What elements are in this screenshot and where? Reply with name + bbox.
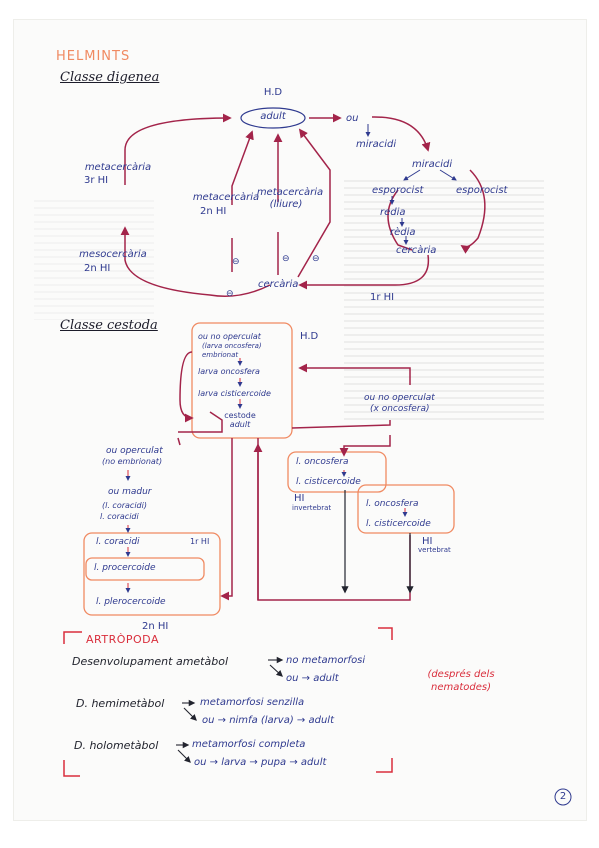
cestoda-title: Classe cestoda [60, 318, 158, 333]
digenea-title: Classe digenea [60, 70, 160, 85]
adult-label: adult [260, 111, 286, 122]
mature-egg-note: (l. coracidi) [102, 501, 147, 510]
page-number-circle [554, 788, 572, 806]
section-title-helmints: HELMINTS [56, 49, 131, 64]
plerocercoid-label: l. plerocercoide [96, 597, 166, 607]
notebook-page [14, 20, 586, 820]
coracidium-label: l. coracidi [96, 537, 140, 547]
sporocyst-right-label: esporocist [456, 185, 508, 196]
hemimetabolous-line-2: ou → nimfa (larva) → adult [202, 715, 334, 726]
oncosphere-label-right: l. oncosfera [366, 499, 419, 509]
redia-label-2: rèdia [390, 227, 416, 238]
egg-label: ou [346, 113, 359, 124]
mature-egg-note: l. coracidi [100, 512, 139, 521]
first-host-label: 1r HI [370, 292, 395, 303]
second-host-label-left: 2n HI [84, 263, 111, 274]
cysticercoid-label-mid: l. cisticercoide [296, 477, 361, 487]
main-box-line: ou no operculat [198, 332, 261, 341]
vertebrate-host-box [357, 484, 455, 534]
digenea-small-arrows [365, 124, 457, 245]
minus-sign: ⊖ [226, 289, 234, 299]
sporocyst-left-label: esporocist [372, 185, 424, 196]
procercoide-box [83, 532, 221, 616]
main-box-line: (larva oncosfera) [202, 342, 262, 350]
invertebrate-host-box [287, 451, 387, 493]
miracidium-label-1: miracidi [356, 139, 397, 150]
digenea-arrows [120, 113, 486, 297]
non-operculated-egg-label: ou no operculat [364, 393, 435, 403]
cestoda-small-arrows [125, 358, 408, 593]
main-box-line: larva cisticercoide [198, 389, 271, 398]
holometabolous-line-1: metamorfosi completa [192, 739, 306, 750]
cestoda-dark-arrows [341, 490, 414, 594]
main-box-line: cestode [224, 411, 256, 420]
metacercaria-left-label: metacercària [84, 162, 152, 173]
intermediate-host-label-right: HI [422, 536, 433, 547]
procercoid-label: l. procercoide [94, 563, 156, 573]
intermediate-host-label-mid: HI [294, 493, 305, 504]
adult-ellipse [240, 107, 306, 129]
procercoide-inner-box [85, 557, 205, 581]
mesocercaria-label: mesocercària [79, 249, 147, 260]
minus-sign: ⊖ [312, 254, 320, 264]
main-box-line: embrionat [202, 351, 239, 359]
page-number: 2 [559, 791, 567, 802]
cercaria-bottom-label: cercària [258, 279, 299, 290]
operculated-egg-label: ou operculat [106, 446, 163, 456]
artropoda-title: ARTRÒPODA [86, 633, 159, 646]
oncosphere-note: (x oncosfera) [370, 404, 430, 414]
main-box-line: larva oncosfera [198, 367, 260, 376]
holometabolous-label: D. holometàbol [74, 739, 159, 752]
digenea-hd-label: H.D [263, 87, 283, 98]
artropoda-arrows [176, 656, 284, 763]
miracidium-label-2: miracidi [412, 159, 453, 170]
not-embryonated-note: (no embrionat) [102, 457, 163, 466]
ametabolous-line-2: ou → adult [286, 673, 339, 684]
second-host-label-mid: 2n HI [200, 206, 227, 217]
holometabolous-line-2: ou → larva → pupa → adult [194, 757, 327, 768]
hemimetabolous-line-1: metamorfosi senzilla [200, 697, 305, 708]
vertebrate-note: vertebrat [418, 546, 451, 554]
main-box-line: adult [229, 420, 251, 429]
mature-egg-label: ou madur [108, 487, 152, 497]
metacercaria-free-label: metacercària [256, 187, 324, 198]
oncosphere-label-mid: l. oncosfera [296, 457, 349, 467]
minus-sign: ⊖ [232, 257, 240, 267]
metacercaria-mid-label: metacercària [192, 192, 260, 203]
second-host-label-cestoda: 2n HI [142, 621, 169, 632]
cestoda-main-box [191, 322, 293, 439]
minus-sign: ⊖ [282, 254, 290, 264]
cestoda-hd-label: H.D [300, 331, 319, 342]
redia-label-1: redia [380, 207, 406, 218]
free-living-note: (lliure) [269, 199, 303, 210]
cercaria-right-label: cercària [396, 245, 437, 256]
after-nematodes-note: (després dels nematodes) [427, 669, 495, 693]
ametabolous-label: Desenvolupament ametàbol [72, 655, 229, 668]
bleed-through-text [34, 200, 154, 320]
invertebrate-note: invertebrat [292, 504, 332, 512]
bleed-through-text [344, 180, 544, 420]
hemimetabolous-label: D. hemimetàbol [76, 697, 165, 710]
first-host-label-cestoda: 1r HI [190, 537, 210, 546]
third-host-label: 3r HI [84, 175, 109, 186]
artropoda-bracket [63, 627, 393, 777]
cysticercoid-label-right: l. cisticercoide [366, 519, 431, 529]
ametabolous-line-1: no metamorfosi [286, 655, 366, 666]
